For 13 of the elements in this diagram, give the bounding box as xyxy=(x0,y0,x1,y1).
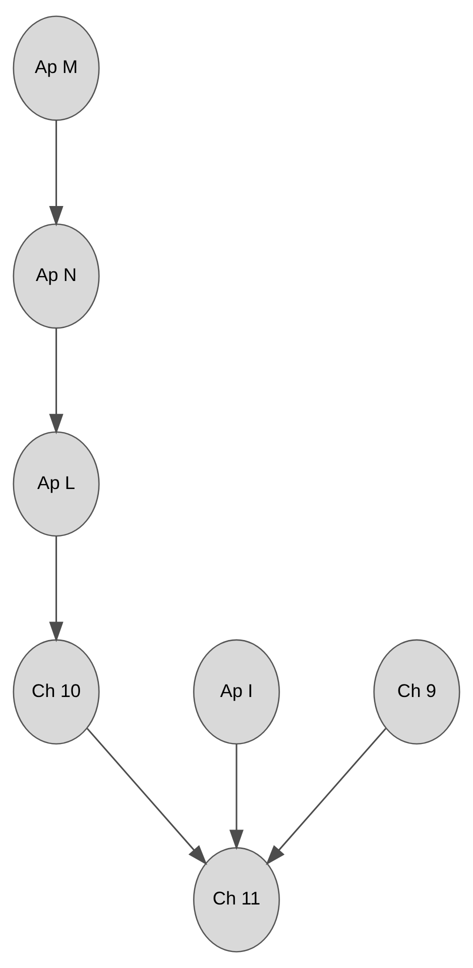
node-ellipse: Ap L xyxy=(12,431,100,537)
node-ellipse: Ch 10 xyxy=(12,639,100,745)
arrow xyxy=(266,728,386,866)
node-ellipse: Ch 9 xyxy=(373,639,460,745)
arrow xyxy=(86,728,208,866)
arrow xyxy=(49,120,64,226)
node-ellipse: Ap I xyxy=(193,639,280,745)
arrow xyxy=(49,328,64,434)
node-ellipse: Ap M xyxy=(12,16,100,121)
node-ellipse: Ch 11 xyxy=(193,847,280,952)
arrow xyxy=(229,744,244,850)
arrow xyxy=(49,536,64,642)
node-ellipse: Ap N xyxy=(12,223,100,329)
